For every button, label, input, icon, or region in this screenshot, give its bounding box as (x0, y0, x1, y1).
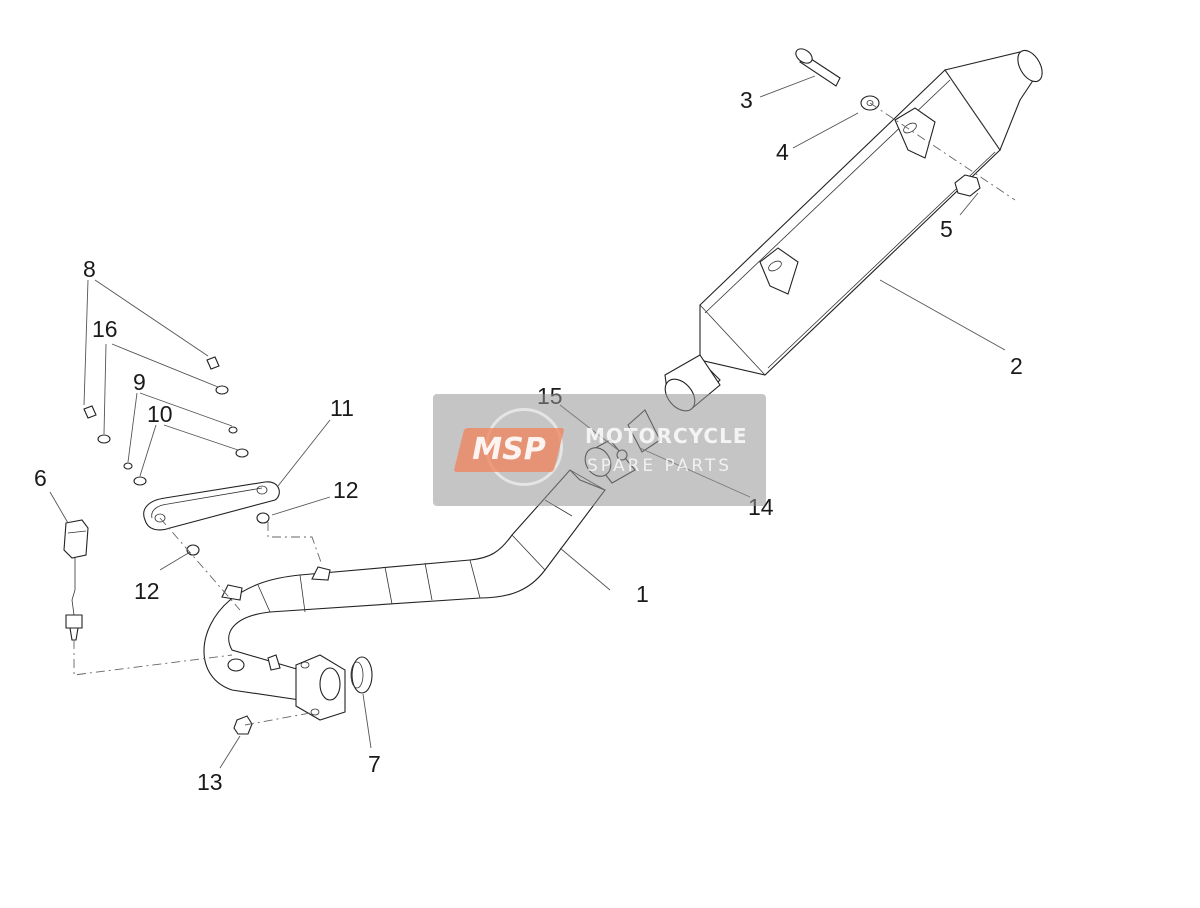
watermark-line1: MOTORCYCLE (585, 424, 748, 448)
watermark-logo: MSP (453, 428, 565, 472)
callout-12-lower: 12 (134, 578, 160, 604)
callout-8: 8 (83, 256, 96, 282)
washer-9a (123, 462, 133, 470)
heat-shield (143, 481, 280, 531)
washer-9b (228, 426, 238, 434)
watermark-line2: SPARE PARTS (587, 456, 733, 476)
callout-10: 10 (147, 401, 173, 427)
oxygen-sensor (63, 519, 89, 641)
washer-10a (133, 476, 147, 486)
washer-12a (256, 512, 270, 524)
gasket-ring (350, 656, 373, 694)
callout-7: 7 (368, 751, 381, 777)
washer-16b (215, 385, 229, 395)
callout-13: 13 (197, 769, 223, 795)
muffler (664, 49, 1043, 412)
callout-16: 16 (92, 316, 118, 342)
callout-6: 6 (34, 465, 47, 491)
callout-1: 1 (636, 581, 649, 607)
screw-8a (83, 405, 97, 419)
callout-2: 2 (1010, 353, 1023, 379)
exhaust-pipe (203, 469, 606, 721)
flange-nut (233, 715, 253, 735)
screw-8b (206, 356, 220, 370)
watermark: MSP MOTORCYCLE SPARE PARTS (433, 394, 766, 506)
callout-4: 4 (776, 139, 789, 165)
callout-9: 9 (133, 369, 146, 395)
callout-3: 3 (740, 87, 753, 113)
callout-11: 11 (330, 395, 354, 421)
nut (954, 174, 981, 197)
bolt (795, 48, 841, 87)
washer-12b (186, 544, 200, 556)
callout-5: 5 (940, 216, 953, 242)
washer-10b (235, 448, 249, 458)
watermark-logo-text: MSP (472, 432, 546, 467)
washer-16a (97, 434, 111, 444)
callout-12-upper: 12 (333, 477, 359, 503)
